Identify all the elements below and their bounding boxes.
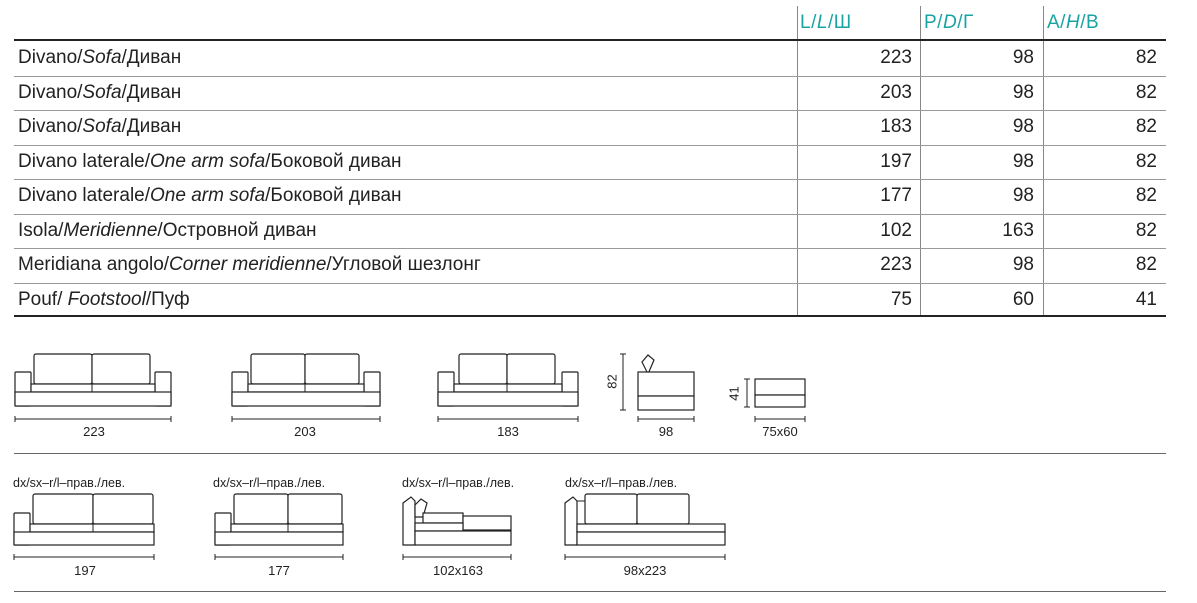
height-label: 82: [604, 374, 620, 389]
table-row: Divano/Sofa/Диван 203 98 82: [14, 76, 1166, 111]
width-value: 223: [880, 47, 912, 68]
dimension-label: 203: [294, 424, 316, 439]
corner-meridienne-drawing: [564, 493, 726, 560]
column-divider: [1043, 6, 1044, 316]
height-value: 82: [1135, 81, 1157, 103]
depth-value: 163: [1002, 219, 1034, 241]
depth-value: 98: [1012, 150, 1034, 172]
width-value: 102: [880, 219, 912, 241]
orientation-label: dx/sx–r/l–прав./лев.: [402, 476, 515, 490]
one-arm-sofa-177-drawing: [214, 493, 344, 560]
product-name: Meridiana angolo/Corner meridienne/Углов…: [18, 254, 481, 275]
table-row: Pouf/ Footstool/Пуф 75 60 41: [14, 283, 1166, 318]
sofa-203-drawing: [231, 353, 381, 422]
height-value: 82: [1135, 219, 1157, 241]
header-width: L/L/Ш: [800, 12, 852, 33]
table-row: Divano laterale/One arm sofa/Боковой див…: [14, 179, 1166, 215]
width-value: 203: [880, 81, 912, 103]
width-value: 177: [880, 185, 912, 206]
table-bottom-rule: [14, 315, 1166, 317]
depth-value: 60: [1012, 288, 1034, 310]
table-row: Isola/Meridienne/Островной диван 102 163…: [14, 214, 1166, 249]
meridienne-drawing: [402, 496, 512, 560]
sofa-223-drawing: [14, 353, 172, 422]
depth-value: 98: [1012, 185, 1034, 206]
depth-value: 98: [1012, 81, 1034, 103]
depth-value: 98: [1012, 47, 1034, 68]
table-row: Divano/Sofa/Диван 183 98 82: [14, 110, 1166, 146]
section-divider: [14, 591, 1166, 592]
orientation-label: dx/sx–r/l–прав./лев.: [13, 476, 126, 490]
height-value: 82: [1135, 185, 1157, 206]
table-row: Divano/Sofa/Диван 223 98 82: [14, 41, 1166, 77]
height-value: 41: [1135, 288, 1157, 310]
product-name: Divano laterale/One arm sofa/Боковой див…: [18, 185, 402, 206]
orientation-label: dx/sx–r/l–прав./лев.: [565, 476, 678, 490]
dimension-label: 75x60: [762, 424, 798, 439]
section-divider: [14, 453, 1166, 454]
depth-value: 98: [1012, 116, 1034, 137]
product-name: Divano/Sofa/Диван: [18, 47, 182, 68]
width-value: 183: [880, 116, 912, 137]
product-name: Divano laterale/One arm sofa/Боковой див…: [18, 150, 402, 172]
product-name: Pouf/ Footstool/Пуф: [18, 288, 190, 310]
product-name: Divano/Sofa/Диван: [18, 81, 182, 103]
width-value: 75: [890, 288, 912, 310]
dimension-label: 177: [268, 563, 290, 578]
dimension-label: 197: [74, 563, 96, 578]
height-label: 41: [726, 386, 742, 401]
width-value: 223: [880, 254, 912, 275]
height-value: 82: [1135, 254, 1157, 275]
one-arm-sofa-197-drawing: [13, 493, 155, 560]
product-name: Divano/Sofa/Диван: [18, 116, 182, 137]
header-height: A/H/В: [1047, 12, 1100, 33]
height-value: 82: [1135, 150, 1157, 172]
table-top-rule: [14, 39, 1166, 41]
table-row: Meridiana angolo/Corner meridienne/Углов…: [14, 248, 1166, 284]
depth-value: 98: [1012, 254, 1034, 275]
sofa-side-view-drawing: [620, 353, 695, 422]
dimension-label: 102x163: [433, 563, 483, 578]
pouf-drawing: [744, 378, 806, 422]
orientation-label: dx/sx–r/l–прав./лев.: [213, 476, 326, 490]
height-value: 82: [1135, 116, 1157, 137]
dimension-label: 98: [658, 424, 674, 439]
dimension-label: 223: [83, 424, 105, 439]
table-row: Divano laterale/One arm sofa/Боковой див…: [14, 145, 1166, 180]
product-name: Isola/Meridienne/Островной диван: [18, 219, 317, 241]
header-depth: P/D/Г: [924, 12, 974, 33]
dimension-label: 98x223: [623, 563, 667, 578]
column-divider: [920, 6, 921, 316]
height-value: 82: [1135, 47, 1157, 68]
sofa-183-drawing: [437, 353, 579, 422]
width-value: 197: [880, 150, 912, 172]
column-divider: [797, 6, 798, 316]
dimension-label: 183: [497, 424, 519, 439]
